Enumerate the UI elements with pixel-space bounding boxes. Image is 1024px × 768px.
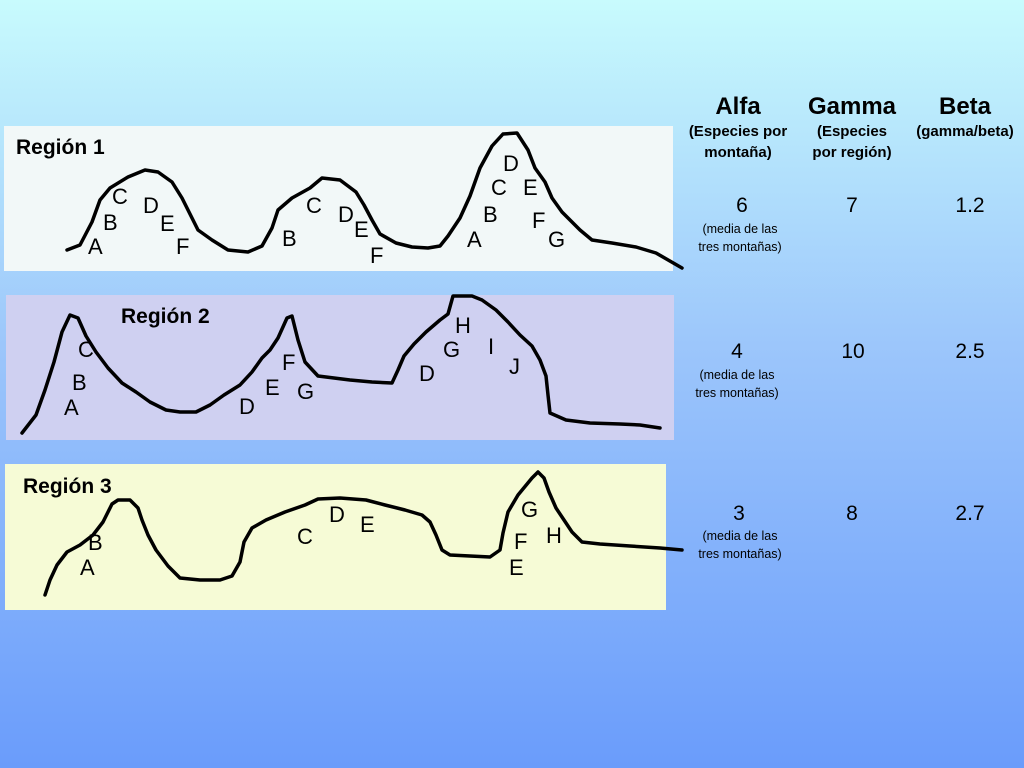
region-1-panel: [4, 126, 673, 271]
gamma-value-region-2: 10: [841, 340, 865, 363]
gamma-subtitle-line2: por región): [812, 144, 892, 161]
species-label: B: [72, 370, 87, 395]
alfa-note-region-3: (media de las tres montañas): [675, 527, 805, 563]
species-label: D: [503, 151, 519, 176]
alfa-header: Alfa (Especies por montaña): [678, 93, 798, 163]
species-label: G: [443, 337, 461, 362]
species-label: F: [514, 529, 528, 554]
species-label: B: [103, 210, 118, 235]
gamma-value-region-1: 7: [846, 194, 858, 217]
species-label: F: [532, 208, 546, 233]
species-label: A: [80, 555, 95, 580]
species-label: C: [112, 184, 128, 209]
alfa-note-line1: (media de las: [699, 368, 775, 382]
alfa-note-region-1: (media de las tres montañas): [675, 220, 805, 256]
beta-value-region-1: 1.2: [955, 194, 985, 217]
species-label: I: [488, 334, 495, 359]
species-label: D: [329, 502, 345, 527]
alfa-note-line1: (media de las: [702, 529, 778, 543]
species-label: G: [297, 379, 315, 404]
species-label: F: [176, 234, 190, 259]
species-label: D: [143, 193, 159, 218]
species-label: E: [509, 555, 524, 580]
region-3-panel: [5, 464, 666, 610]
species-label: H: [455, 313, 471, 338]
species-label: C: [491, 175, 507, 200]
species-label: C: [297, 524, 313, 549]
gamma-header: Gamma (Especies por región): [798, 93, 906, 163]
species-label: E: [523, 175, 538, 200]
species-label: E: [360, 512, 375, 537]
species-label: B: [88, 530, 103, 555]
alfa-note-line1: (media de las: [702, 222, 778, 236]
species-label: H: [546, 523, 562, 548]
species-label: C: [78, 337, 94, 362]
region-3-profile: [43, 470, 684, 597]
species-label: C: [306, 193, 322, 218]
beta-header: Beta (gamma/beta): [906, 93, 1024, 142]
alfa-note-line2: tres montañas): [695, 386, 779, 400]
species-label: A: [64, 395, 79, 420]
species-label: E: [265, 375, 280, 400]
alfa-value-region-2: 4: [731, 340, 743, 363]
species-label: G: [548, 227, 566, 252]
alfa-subtitle-line2: montaña): [704, 144, 772, 161]
region-2-profile: [20, 294, 662, 435]
species-label: E: [354, 217, 369, 242]
region-2-panel: [6, 295, 674, 440]
alfa-note-region-2: (media de las tres montañas): [672, 366, 802, 402]
gamma-title: Gamma: [807, 93, 897, 120]
beta-subtitle-line1: (gamma/beta): [916, 123, 1014, 140]
species-label: J: [509, 354, 520, 379]
species-label: F: [282, 350, 296, 375]
species-label: D: [338, 202, 354, 227]
alfa-value-region-1: 6: [736, 194, 748, 217]
region-1-profile: [65, 131, 684, 270]
species-label: A: [88, 234, 103, 259]
alfa-note-line2: tres montañas): [698, 547, 782, 561]
beta-value-region-3: 2.7: [955, 502, 985, 525]
species-label: E: [160, 211, 175, 236]
species-label: A: [467, 227, 482, 252]
species-label: F: [370, 243, 384, 268]
species-label: D: [419, 361, 435, 386]
region-3-title: Región 3: [23, 475, 112, 498]
species-label: G: [521, 497, 539, 522]
species-label: D: [239, 394, 255, 419]
species-label: B: [483, 202, 498, 227]
species-label: B: [282, 226, 297, 251]
gamma-value-region-3: 8: [846, 502, 858, 525]
alfa-value-region-3: 3: [733, 502, 745, 525]
gamma-subtitle-line1: (Especies: [816, 123, 888, 140]
region-1-title: Región 1: [16, 136, 105, 159]
region-2-title: Región 2: [121, 305, 210, 328]
alfa-title: Alfa: [715, 93, 761, 120]
alfa-subtitle-line1: (Especies por: [688, 123, 788, 140]
beta-title: Beta: [938, 93, 992, 120]
alfa-note-line2: tres montañas): [698, 240, 782, 254]
beta-value-region-2: 2.5: [955, 340, 985, 363]
